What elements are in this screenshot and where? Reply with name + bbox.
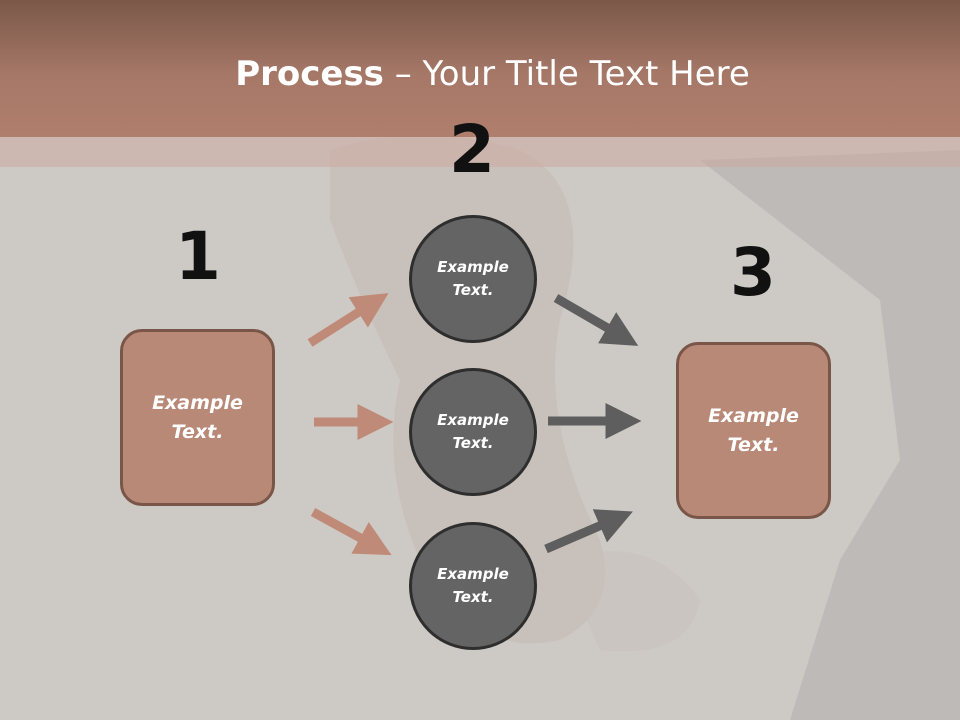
left-box-text: Example Text. [152,391,243,443]
circle-middle: Example Text. [409,368,537,496]
circle-top-text: Example Text. [437,258,509,299]
circle-top: Example Text. [409,215,537,343]
circle-bottom: Example Text. [409,522,537,650]
arrow-left-to-top [307,293,389,347]
circle-bottom-text: Example Text. [437,565,509,606]
arrow-left-to-bottom [310,508,392,556]
right-box-text: Example Text. [708,404,799,456]
step-number-1: 1 [175,218,221,295]
step-number-2: 2 [449,111,495,188]
arrow-top-to-right [553,294,639,346]
circle-middle-text: Example Text. [437,411,509,452]
right-box: Example Text. [676,342,831,519]
step-number-3: 3 [730,234,776,311]
arrow-bottom-to-right [544,509,633,554]
title-rest: – Your Title Text Here [383,54,750,94]
slide-title: Process – Your Title Text Here [0,52,960,96]
left-box: Example Text. [120,329,275,506]
title-strip [0,137,960,167]
title-bold: Process [235,54,384,94]
title-bar [0,0,960,137]
